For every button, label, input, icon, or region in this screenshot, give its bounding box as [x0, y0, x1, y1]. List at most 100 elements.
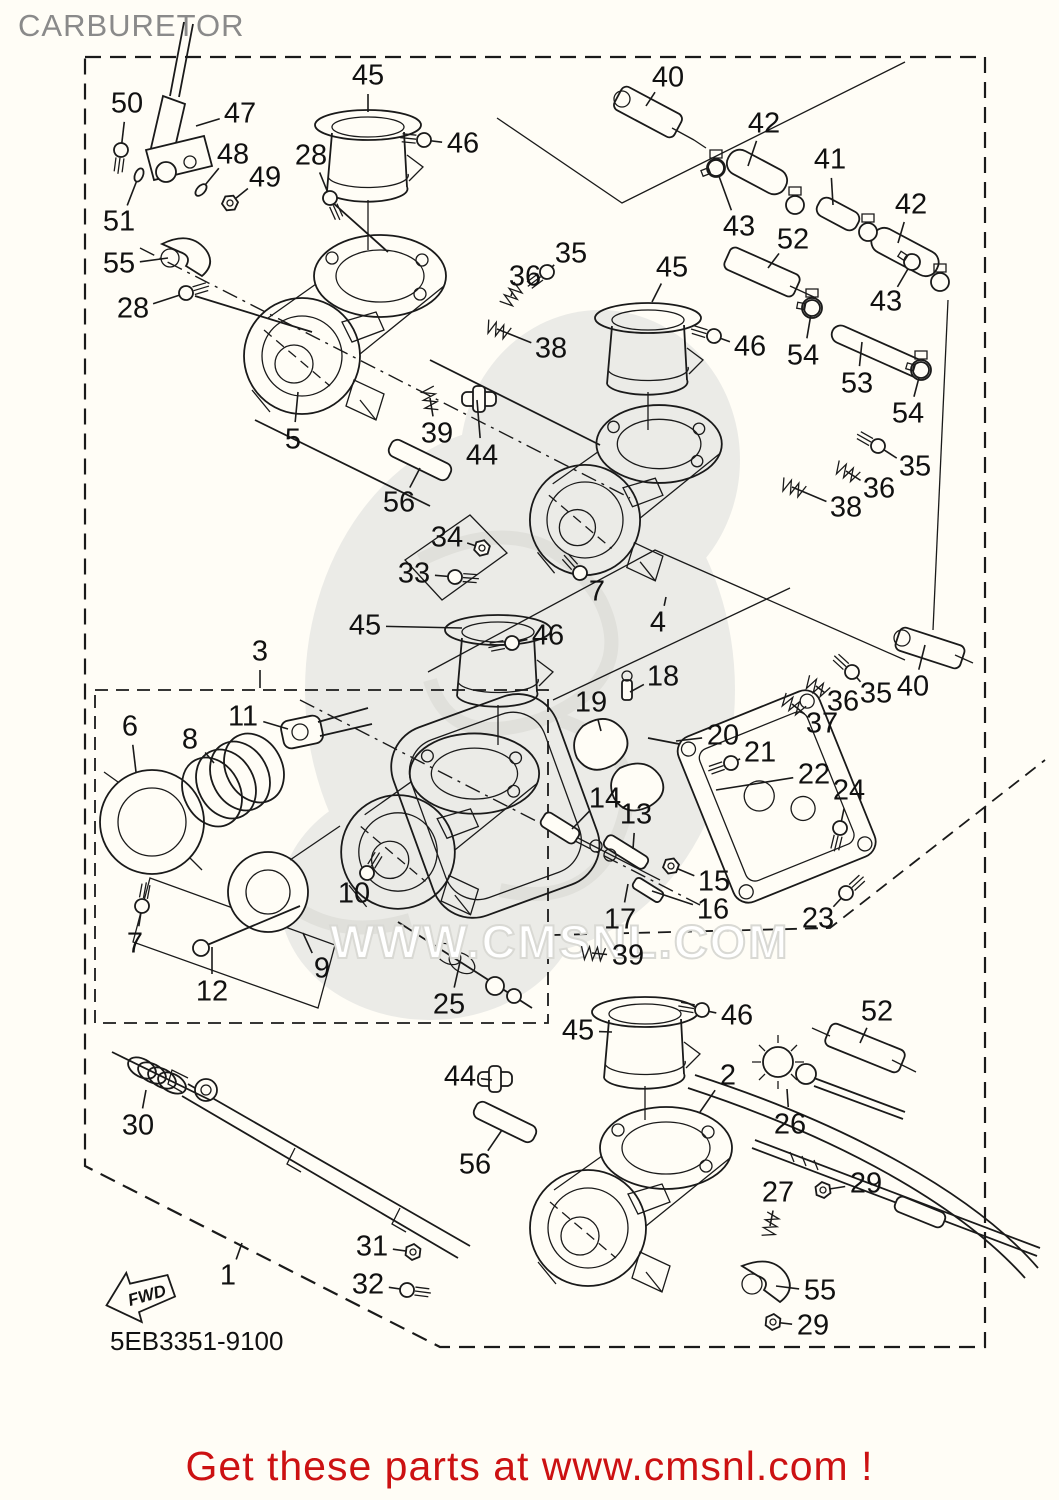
part-label-14: 14 — [588, 782, 622, 815]
part-label-39: 39 — [420, 417, 454, 450]
screw-glyph-7 — [134, 881, 153, 914]
perspective-line-4 — [933, 300, 948, 630]
needle-set-25 — [398, 922, 532, 1008]
axis-line-mid — [300, 700, 700, 905]
throttle-cable — [688, 1075, 1040, 1278]
screw-glyph-24 — [828, 820, 849, 853]
spring-glyph-36 — [500, 282, 525, 309]
part-label-28: 28 — [294, 139, 328, 172]
screw-glyph-10 — [357, 849, 385, 883]
screw-glyph-21 — [706, 754, 740, 777]
part-label-40: 40 — [896, 670, 930, 703]
part-label-42: 42 — [747, 107, 781, 140]
screw-glyph-28 — [321, 189, 347, 223]
part-label-52: 52 — [776, 223, 810, 256]
fuel-pipe-40-right — [894, 626, 973, 670]
nut-glyph-31 — [405, 1243, 421, 1261]
spring-glyph-38 — [484, 320, 511, 341]
part-label-48: 48 — [216, 138, 250, 171]
part-label-42: 42 — [894, 188, 928, 221]
fuel-pipe-40-top — [612, 85, 706, 148]
part-label-33: 33 — [397, 557, 431, 590]
throttle-shaft-2 — [430, 360, 600, 445]
fuel-pipe-52-top — [722, 246, 816, 299]
float-19 — [574, 719, 663, 811]
part-label-24: 24 — [832, 774, 866, 807]
t-joint-44b — [478, 1066, 512, 1092]
bracket-bar-1 — [168, 1070, 470, 1258]
bowl-gasket — [379, 682, 611, 929]
part-label-50: 50 — [110, 87, 144, 120]
part-label-15: 15 — [697, 865, 731, 898]
part-label-46: 46 — [446, 127, 480, 160]
nut-glyph-34 — [473, 538, 491, 557]
part-label-35: 35 — [859, 677, 893, 710]
part-label-46: 46 — [531, 619, 565, 652]
starter-plunger-11 — [280, 708, 372, 750]
part-label-46: 46 — [720, 999, 754, 1032]
part-label-40: 40 — [651, 61, 685, 94]
part-label-49: 49 — [248, 161, 282, 194]
part-label-23: 23 — [801, 902, 835, 935]
hose-clamp-43c — [931, 264, 949, 291]
screw-glyph-50 — [111, 142, 129, 175]
part-label-36: 36 — [862, 472, 896, 505]
part-label-16: 16 — [696, 893, 730, 926]
watermark-text: WWW.CMSNL.COM — [330, 915, 789, 968]
clamp-glyph-43 — [895, 247, 923, 273]
part-label-37: 37 — [805, 707, 839, 740]
part-label-55: 55 — [102, 247, 136, 280]
plate-33-34 — [405, 515, 507, 600]
nut-glyph-15 — [662, 856, 681, 876]
spring-glyph-39 — [580, 946, 605, 961]
screw-glyph-33 — [448, 570, 480, 586]
part-label-30: 30 — [121, 1109, 155, 1142]
part-label-31: 31 — [355, 1230, 389, 1263]
fuel-pipe-52-bottom — [812, 1022, 916, 1074]
part-label-21: 21 — [743, 736, 777, 769]
part-label-34: 34 — [430, 521, 464, 554]
elbow-joint-55-top — [161, 238, 210, 276]
part-label-22: 22 — [797, 758, 831, 791]
assembly-box-float — [553, 760, 1045, 935]
perspective-line-2 — [428, 550, 905, 672]
t-joint-44a — [462, 386, 496, 412]
part-label-26: 26 — [773, 1108, 807, 1141]
part-label-10: 10 — [337, 877, 371, 910]
spring-glyph-36 — [803, 675, 830, 698]
part-label-55: 55 — [803, 1274, 837, 1307]
sensor-47-assembly — [146, 22, 212, 182]
part-label-7: 7 — [126, 927, 144, 960]
jets-13-17 — [539, 811, 665, 904]
part-label-18: 18 — [646, 660, 680, 693]
screw-glyph-35 — [854, 428, 888, 455]
intake-funnel-1 — [314, 109, 424, 203]
joint-pipe-41 — [814, 195, 862, 233]
hose-clamp-43a2 — [786, 187, 804, 214]
screw-glyph-46 — [677, 999, 710, 1018]
part-label-43: 43 — [869, 285, 903, 318]
part-label-43: 43 — [722, 210, 756, 243]
screw-glyph-46 — [689, 322, 723, 344]
part-label-5: 5 — [284, 423, 302, 456]
part-label-41: 41 — [813, 143, 847, 176]
part-label-8: 8 — [181, 723, 199, 756]
shaft-12 — [193, 906, 300, 956]
part-label-7: 7 — [588, 575, 606, 608]
spring-glyph-37 — [779, 693, 806, 717]
part-label-9: 9 — [313, 952, 331, 985]
spring-8 — [170, 723, 295, 837]
tube-56b — [471, 1099, 538, 1144]
page-title: CARBURETOR — [18, 8, 245, 43]
outer-dashed-border — [85, 57, 985, 1347]
part-label-35: 35 — [898, 450, 932, 483]
part-glyphs — [111, 131, 931, 1331]
footer-link[interactable]: Get these parts at www.cmsnl.com ! — [185, 1443, 874, 1489]
assembly-box-3 — [95, 690, 548, 1023]
part-label-54: 54 — [786, 339, 820, 372]
part-label-53: 53 — [840, 367, 874, 400]
screw-glyph-32 — [399, 1282, 432, 1300]
part-label-32: 32 — [351, 1268, 385, 1301]
part-label-39: 39 — [611, 939, 645, 972]
part-label-25: 25 — [432, 988, 466, 1021]
